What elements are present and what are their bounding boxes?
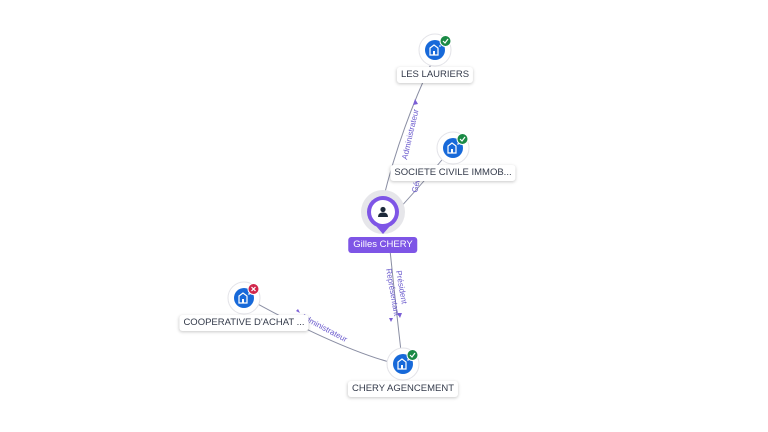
building-icon [397, 358, 409, 370]
active-badge-icon [406, 349, 419, 361]
arrow-cooperative [296, 309, 300, 313]
company-node-les-lauriers[interactable] [418, 33, 452, 67]
company-label-chery-agencement[interactable]: CHERY AGENCEMENT [347, 381, 459, 397]
check-icon [409, 352, 416, 358]
company-node-chery-agencement[interactable] [386, 347, 420, 381]
active-badge-icon [439, 35, 452, 47]
building-icon [447, 142, 459, 154]
person-node[interactable] [361, 190, 405, 234]
arrow-chery-agencement [397, 313, 402, 318]
company-node-cooperative[interactable] [227, 281, 261, 315]
check-icon [442, 38, 449, 44]
active-badge-icon [456, 133, 469, 145]
building-icon [238, 292, 250, 304]
company-node-sci[interactable] [436, 131, 470, 165]
company-label-sci[interactable]: SOCIETE CIVILE IMMOB... [390, 165, 516, 181]
person-label[interactable]: Gilles CHERY [348, 237, 418, 253]
company-label-cooperative[interactable]: COOPERATIVE D'ACHAT ... [179, 315, 309, 331]
person-icon [378, 206, 388, 217]
edge-label-administrateur-1: Administrateur [400, 108, 420, 161]
arrow-person [389, 318, 393, 322]
edge-chery-cooperative [246, 297, 401, 366]
building-icon [429, 44, 441, 56]
check-icon [459, 136, 466, 142]
company-label-les-lauriers[interactable]: LES LAURIERS [396, 67, 474, 83]
arrow-les-lauriers [413, 99, 418, 105]
cross-icon [251, 286, 256, 292]
